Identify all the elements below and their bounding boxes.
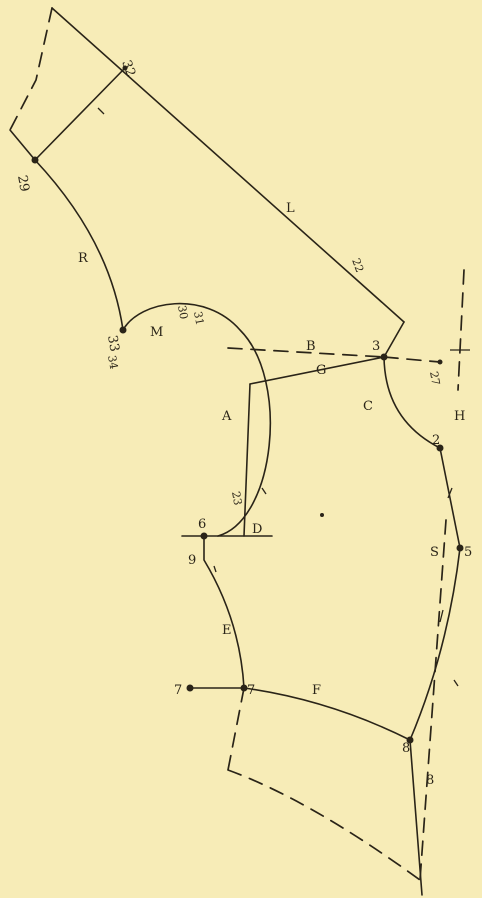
left-lower-dashed <box>227 687 245 771</box>
letter-S: S <box>430 545 439 560</box>
label-7b: 7 <box>247 683 255 698</box>
tick-mark <box>261 487 267 495</box>
point-dot <box>119 326 127 334</box>
right-edge-lower <box>409 547 461 741</box>
dashed-right-guide <box>383 356 441 363</box>
letter-L: L <box>286 201 295 216</box>
shoulder-to-3 <box>383 321 405 358</box>
top-short-edge <box>9 129 36 161</box>
point-dot <box>456 544 464 552</box>
tick-mark <box>453 679 459 687</box>
dashed-far-right <box>457 269 465 391</box>
tick-mark <box>439 609 444 623</box>
label-34: 34 <box>105 354 120 370</box>
neck-curve <box>122 302 272 537</box>
point-dot <box>31 156 39 164</box>
label-7a: 7 <box>174 683 182 698</box>
letter-D: D <box>252 522 262 537</box>
bottom-right-edge <box>409 739 423 896</box>
point-dot <box>380 353 388 361</box>
label-31: 31 <box>191 310 206 326</box>
label-33: 33 <box>104 334 122 353</box>
top-dashed-edge <box>9 7 53 131</box>
line-3-inner <box>249 356 385 385</box>
letter-H: H <box>454 409 465 424</box>
letter-B: B <box>306 339 316 354</box>
shoulder-line <box>51 7 405 323</box>
point-dot <box>240 684 248 692</box>
tick-mark <box>213 565 217 573</box>
point-dot <box>200 532 208 540</box>
line-29-32 <box>34 67 126 161</box>
right-dashed-guide <box>419 519 447 881</box>
letter-G: G <box>316 363 326 378</box>
label-3: 3 <box>372 339 380 354</box>
label-6: 6 <box>198 517 206 532</box>
point-dot <box>320 513 324 517</box>
point-dot <box>186 684 194 692</box>
letter-R: R <box>78 251 89 266</box>
label-5: 5 <box>464 545 472 560</box>
letter-M: M <box>150 325 163 340</box>
label-30: 30 <box>175 304 190 320</box>
label-8a: 8 <box>402 741 410 756</box>
dashed-chest-line <box>227 347 385 358</box>
tick-mark <box>97 107 105 115</box>
label-8b: 8 <box>426 773 434 788</box>
label-23: 23 <box>229 490 244 506</box>
inner-vertical <box>243 383 251 537</box>
label-29: 29 <box>14 174 32 193</box>
label-2: 2 <box>432 433 440 448</box>
letter-F: F <box>312 683 321 698</box>
armhole-curve <box>34 159 124 331</box>
curve-3-2 <box>383 356 441 449</box>
letter-C: C <box>363 399 373 414</box>
waist-curve <box>243 687 411 741</box>
bottom-dashed-edge <box>227 769 421 881</box>
letter-E: E <box>222 623 232 638</box>
label-27: 27 <box>427 370 442 386</box>
point-dot <box>406 736 414 744</box>
left-upper <box>203 535 245 689</box>
letter-A: A <box>221 409 232 424</box>
right-edge-upper <box>439 447 461 549</box>
label-32: 32 <box>118 58 138 79</box>
label-22: 22 <box>349 257 366 275</box>
point-dot <box>436 444 444 452</box>
point-dot <box>437 359 443 365</box>
point-dot <box>122 65 128 71</box>
tick-mark <box>447 487 453 499</box>
label-9: 9 <box>188 553 196 568</box>
